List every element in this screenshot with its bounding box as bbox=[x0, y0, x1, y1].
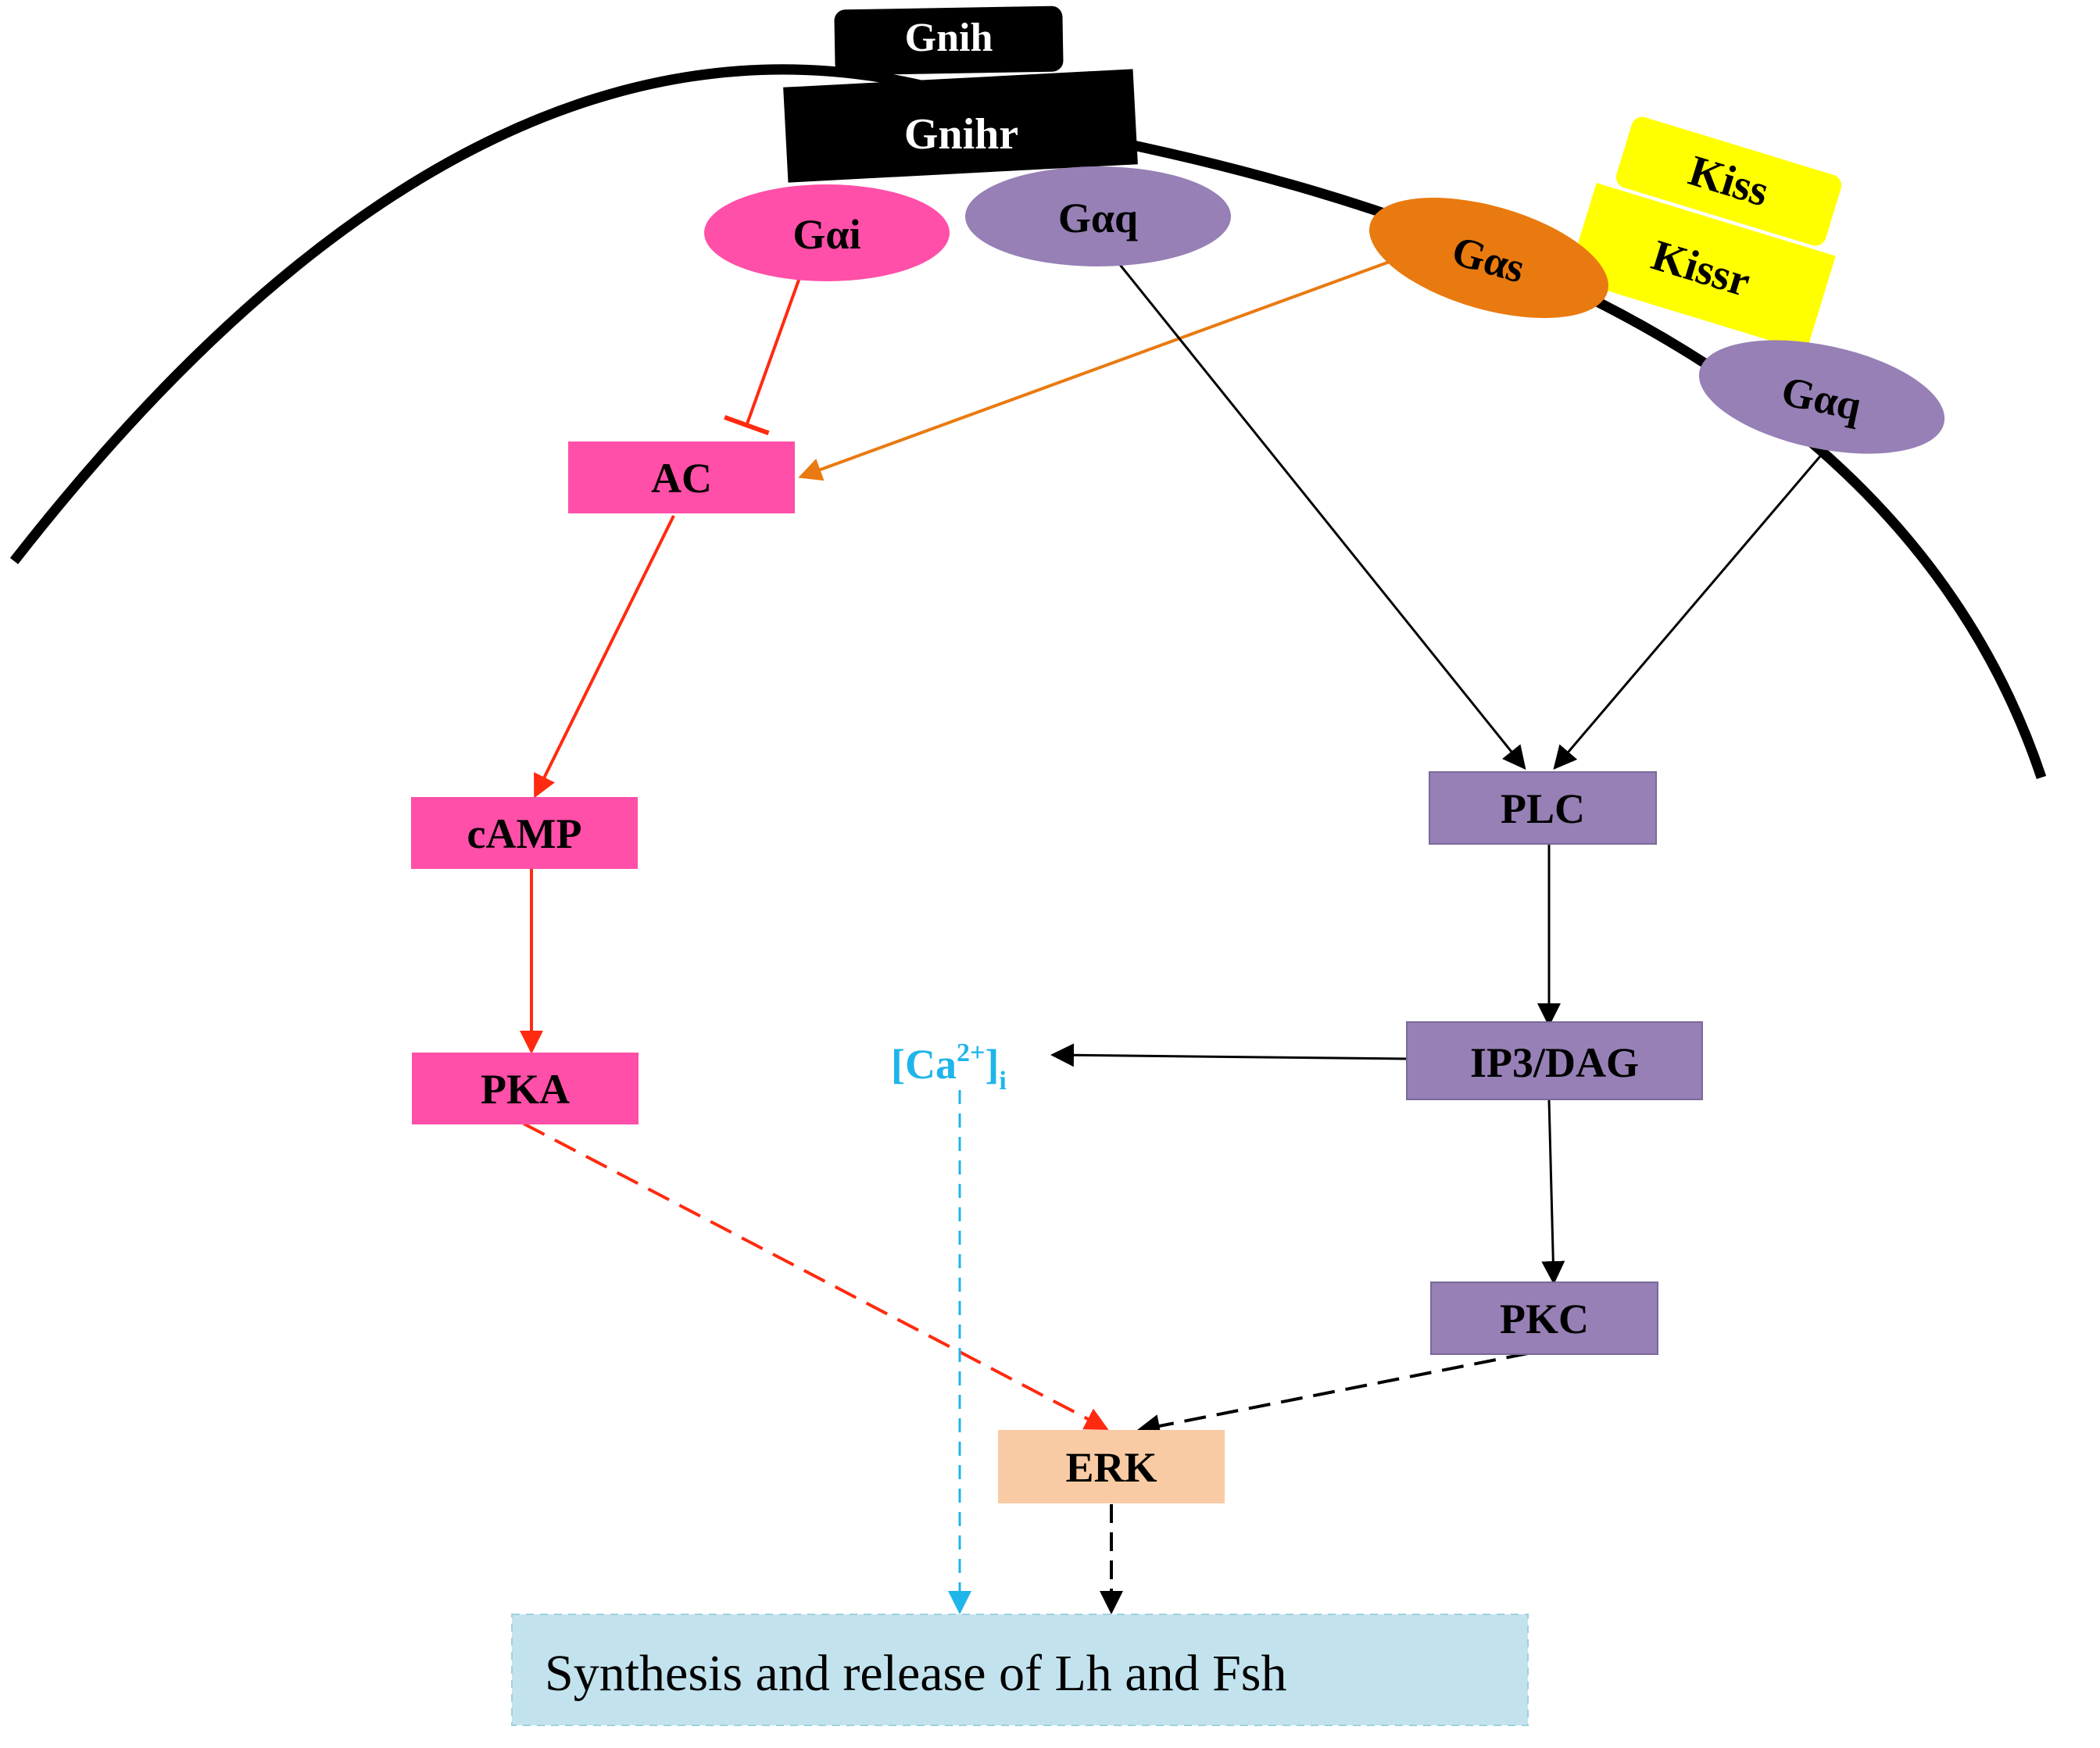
erk-label: ERK bbox=[1065, 1444, 1157, 1491]
gai-label: Gαi bbox=[792, 211, 860, 258]
calcium-label: [Ca2+]i bbox=[891, 1038, 1007, 1096]
output-label: Synthesis and release of Lh and Fsh bbox=[545, 1645, 1287, 1702]
gnih-label: Gnih bbox=[905, 16, 993, 60]
gaq-left-label: Gαq bbox=[1058, 195, 1138, 241]
gnihr-label: Gnihr bbox=[904, 110, 1018, 159]
camp-box: cAMP bbox=[411, 797, 638, 869]
gnih-ligand: Gnih bbox=[834, 5, 1064, 76]
ip3dag-label: IP3/DAG bbox=[1470, 1039, 1639, 1086]
ip3dag-to-calcium-arrow bbox=[1050, 1043, 1408, 1067]
gas-to-ac-arrow bbox=[798, 260, 1390, 481]
pka-to-erk-arrow bbox=[523, 1122, 1109, 1430]
pka-label: PKA bbox=[481, 1066, 570, 1113]
gaq-left-protein: Gαq bbox=[965, 166, 1231, 266]
output-box: Synthesis and release of Lh and Fsh bbox=[511, 1614, 1529, 1726]
gaq-right-to-plc-arrow bbox=[1553, 441, 1834, 770]
gaq-left-to-plc-arrow bbox=[1116, 261, 1526, 770]
plc-box: PLC bbox=[1429, 771, 1657, 845]
gaq-right-protein: Gαq bbox=[1698, 340, 1945, 454]
gai-inhibits-ac-line bbox=[724, 273, 803, 436]
gnihr-receptor: Gnihr bbox=[783, 69, 1138, 183]
kissr-receptor: Kissr bbox=[1567, 183, 1836, 352]
pkc-to-erk-arrow bbox=[1136, 1352, 1529, 1438]
ac-box: AC bbox=[568, 441, 795, 513]
pkc-box: PKC bbox=[1430, 1282, 1658, 1355]
ip3dag-box: IP3/DAG bbox=[1406, 1021, 1703, 1100]
erk-box: ERK bbox=[998, 1430, 1225, 1503]
ip3dag-to-pkc-arrow bbox=[1541, 1099, 1565, 1285]
ac-label: AC bbox=[651, 455, 712, 502]
ac-to-camp-arrow bbox=[534, 515, 675, 799]
plc-label: PLC bbox=[1501, 785, 1585, 832]
kiss-ligand: Kiss bbox=[1615, 116, 1842, 246]
camp-label: cAMP bbox=[467, 810, 582, 857]
pka-box: PKA bbox=[412, 1053, 639, 1124]
gai-protein: Gαi bbox=[704, 184, 950, 281]
gas-protein: Gαs bbox=[1369, 198, 1608, 318]
pkc-label: PKC bbox=[1500, 1296, 1589, 1342]
